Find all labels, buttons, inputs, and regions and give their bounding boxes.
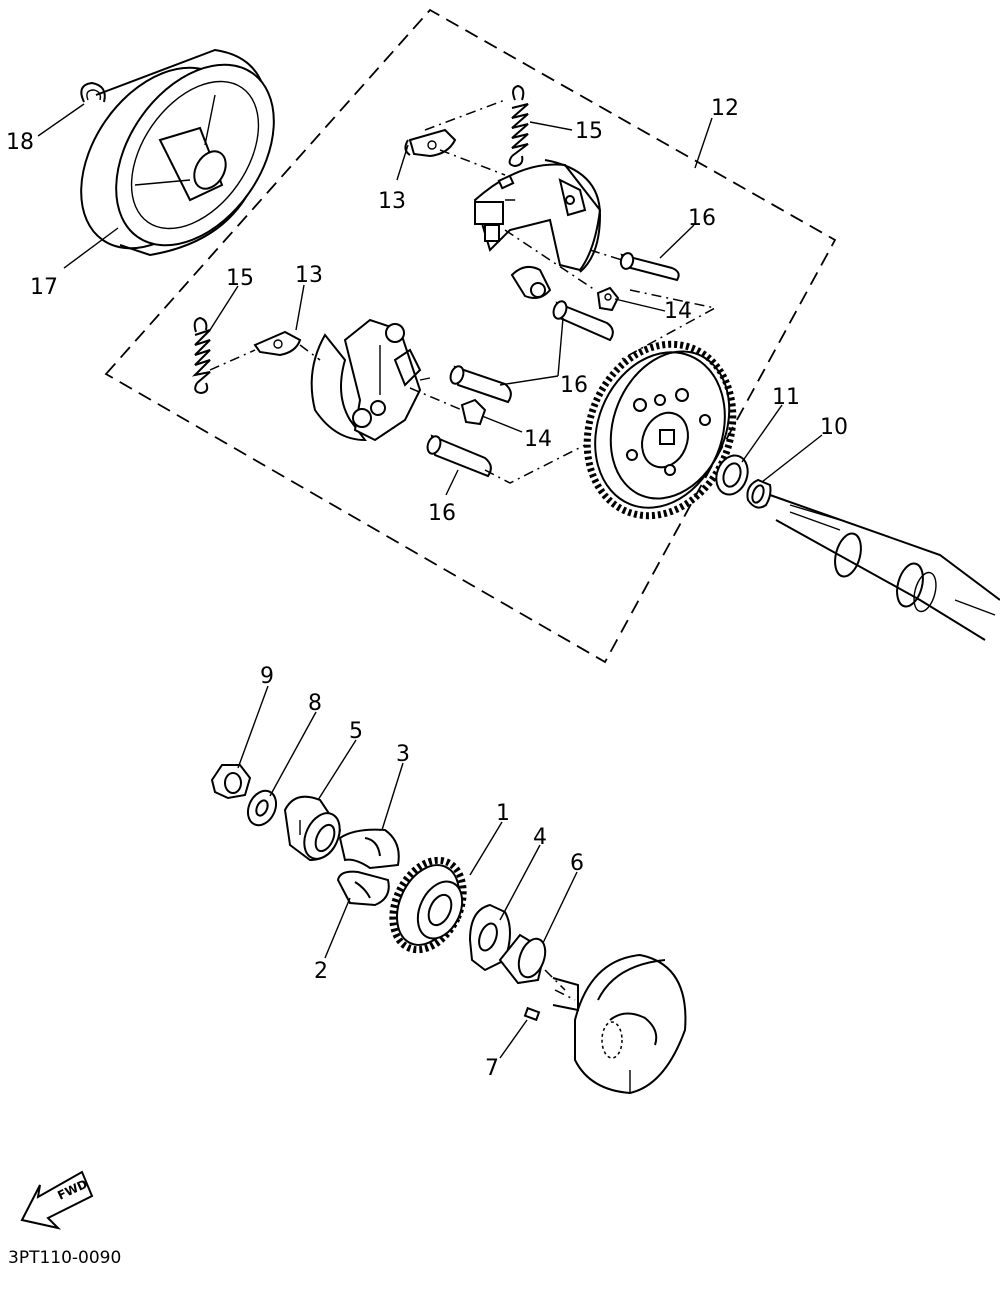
callout-3: 3 — [396, 742, 410, 767]
callout-11: 11 — [772, 385, 800, 410]
callout-14-upper: 14 — [664, 299, 692, 324]
callout-7: 7 — [485, 1056, 499, 1081]
callout-numbers: 18 17 12 15 13 16 14 15 13 16 14 16 11 1… — [6, 96, 848, 1081]
assembly-centerlines — [209, 99, 718, 991]
callout-16-b: 16 — [560, 373, 588, 398]
pin-16-b — [552, 300, 614, 342]
plate-13-upper — [404, 128, 457, 158]
half-collar-3 — [338, 828, 400, 870]
spring-15-upper — [508, 84, 529, 168]
callout-1: 1 — [496, 801, 510, 826]
callout-13-lower: 13 — [295, 263, 323, 288]
circlip-18 — [80, 81, 106, 103]
washer-8 — [246, 789, 278, 827]
callout-14-lower: 14 — [524, 427, 552, 452]
primary-driven-gear — [583, 340, 737, 520]
callout-9: 9 — [260, 664, 274, 689]
fwd-direction-arrow: FWD — [20, 1170, 94, 1230]
callout-4: 4 — [533, 825, 547, 850]
callout-17: 17 — [30, 275, 58, 300]
clutch-shoe-lower — [310, 318, 431, 442]
callout-15-upper: 15 — [575, 119, 603, 144]
bushing-6 — [498, 933, 547, 985]
callout-16-c: 16 — [428, 501, 456, 526]
callout-6: 6 — [570, 851, 584, 876]
block-14-upper — [596, 286, 620, 312]
callout-2: 2 — [314, 959, 328, 984]
crankshaft — [769, 494, 1000, 641]
callout-10: 10 — [820, 415, 848, 440]
pin-16-a — [619, 252, 680, 282]
callout-18: 18 — [6, 130, 34, 155]
drawing-code: 3PT110-0090 — [8, 1248, 121, 1268]
callout-15-lower: 15 — [226, 266, 254, 291]
hub-5 — [283, 795, 342, 862]
primary-drive-gear-1 — [389, 856, 467, 954]
callout-16-a: 16 — [688, 206, 716, 231]
callout-5: 5 — [349, 719, 363, 744]
leader-lines — [37, 103, 823, 1059]
key-7 — [523, 1006, 541, 1022]
circlip-10 — [746, 478, 772, 509]
callout-13-upper: 13 — [378, 189, 406, 214]
assembly-12-boundary — [104, 8, 837, 664]
plate-13-lower — [253, 330, 302, 357]
clutch-shoe-upper — [473, 159, 602, 299]
clutch-housing-17 — [80, 48, 275, 257]
callout-8: 8 — [308, 691, 322, 716]
block-14-lower — [460, 398, 487, 426]
pin-16-d — [426, 434, 492, 478]
pin-16-c — [449, 365, 512, 404]
spring-15-lower — [191, 316, 211, 395]
callout-12: 12 — [711, 96, 739, 121]
nut-9 — [210, 764, 252, 800]
plate-4 — [468, 903, 511, 972]
half-collar-2 — [336, 870, 390, 907]
washer-11 — [715, 454, 749, 496]
balancer-weight — [552, 953, 687, 1095]
